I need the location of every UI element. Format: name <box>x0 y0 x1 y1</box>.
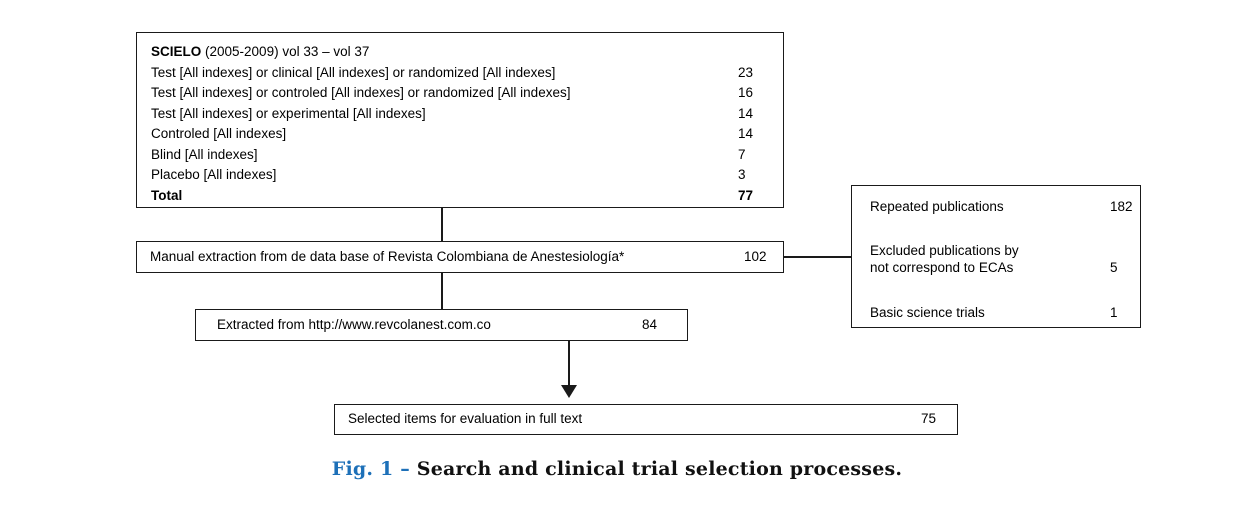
exclusion-row: Basic science trials 1 <box>870 304 1140 321</box>
connector-manual-to-exclusions <box>784 256 852 258</box>
scielo-row: Controled [All indexes] 14 <box>151 124 783 145</box>
scielo-row-label: Test [All indexes] or clinical [All inde… <box>151 64 556 80</box>
exclusions-box: Repeated publications 182 Excluded publi… <box>851 185 1141 328</box>
manual-extraction-label: Manual extraction from de data base of R… <box>150 249 625 264</box>
exclusion-row-label: Repeated publications <box>870 199 1004 214</box>
selected-items-box: Selected items for evaluation in full te… <box>334 404 958 435</box>
scielo-row-count: 14 <box>738 105 754 121</box>
extracted-web-box: Extracted from http://www.revcolanest.co… <box>195 309 688 341</box>
scielo-total-label: Total <box>151 187 183 203</box>
scielo-source-name: SCIELO <box>151 44 202 59</box>
scielo-row-count: 3 <box>738 167 746 182</box>
scielo-row-count: 23 <box>738 64 754 80</box>
scielo-search-box: SCIELO (2005-2009) vol 33 – vol 37 Test … <box>136 32 784 208</box>
exclusion-row-label: Basic science trials <box>870 305 985 320</box>
scielo-row-count: 7 <box>738 146 746 162</box>
scielo-row-label: Blind [All indexes] <box>151 146 258 162</box>
scielo-row-label: Placebo [All indexes] <box>151 167 277 182</box>
figure-number: Fig. 1 – <box>331 458 410 480</box>
extracted-web-count: 84 <box>642 317 658 332</box>
scielo-row: Test [All indexes] or clinical [All inde… <box>151 63 783 84</box>
selected-items-label: Selected items for evaluation in full te… <box>348 411 583 426</box>
connector-scielo-to-manual <box>441 208 443 241</box>
exclusion-row-label-line1: Excluded publications by <box>870 243 1019 258</box>
scielo-row-label: Controled [All indexes] <box>151 126 287 141</box>
manual-extraction-count: 102 <box>744 249 767 264</box>
exclusion-row-count: 1 <box>1110 305 1118 320</box>
scielo-box-header: SCIELO (2005-2009) vol 33 – vol 37 <box>151 42 783 63</box>
scielo-row-label: Test [All indexes] or controled [All ind… <box>151 85 571 100</box>
selected-items-count: 75 <box>921 411 937 426</box>
scielo-row-count: 16 <box>738 85 754 100</box>
scielo-row-count: 14 <box>738 126 754 141</box>
exclusion-row: Repeated publications 182 <box>870 198 1140 215</box>
scielo-row: Placebo [All indexes] 3 <box>151 165 783 186</box>
scielo-total-row: Total 77 <box>151 186 783 207</box>
exclusion-row: Excluded publications by not correspond … <box>870 242 1140 276</box>
figure-caption-text: Search and clinical trial selection proc… <box>416 458 903 480</box>
scielo-row: Blind [All indexes] 7 <box>151 145 783 166</box>
connector-manual-to-extracted <box>441 273 443 310</box>
figure-caption: Fig. 1 – Search and clinical trial selec… <box>0 458 1234 480</box>
extracted-web-label: Extracted from http://www.revcolanest.co… <box>217 317 491 332</box>
connector-extracted-to-selected <box>568 340 570 388</box>
exclusion-row-label-line2: not correspond to ECAs <box>870 260 1014 275</box>
scielo-row-label: Test [All indexes] or experimental [All … <box>151 105 426 121</box>
scielo-source-range: (2005-2009) vol 33 – vol 37 <box>201 44 370 59</box>
scielo-row: Test [All indexes] or controled [All ind… <box>151 83 783 104</box>
exclusion-row-count: 5 <box>1110 260 1118 275</box>
scielo-total-count: 77 <box>738 187 754 203</box>
exclusion-row-count: 182 <box>1110 199 1133 214</box>
manual-extraction-box: Manual extraction from de data base of R… <box>136 241 784 273</box>
scielo-row: Test [All indexes] or experimental [All … <box>151 104 783 125</box>
arrow-down-icon <box>561 385 577 398</box>
